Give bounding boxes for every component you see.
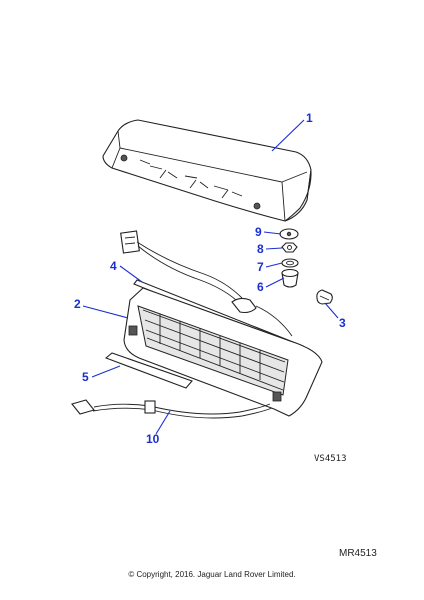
callout-4: 4	[110, 259, 117, 273]
bulb-part	[316, 289, 333, 305]
callout-7: 7	[257, 260, 264, 274]
callout-9: 9	[255, 225, 262, 239]
reference-number: MR4513	[339, 548, 377, 559]
nut-part	[281, 242, 298, 253]
lamp-body-part	[123, 287, 323, 417]
callout-10: 10	[146, 432, 160, 446]
callout-2: 2	[74, 297, 81, 311]
lamp-cover-part	[102, 119, 312, 222]
callout-3: 3	[339, 316, 346, 330]
clip-part	[281, 268, 299, 288]
callout-6: 6	[257, 280, 264, 294]
grommet-part	[281, 258, 299, 268]
callout-8: 8	[257, 242, 264, 256]
callout-leaders	[82, 119, 339, 435]
view-code: VS4513	[314, 454, 347, 464]
lower-gasket-part	[104, 352, 193, 389]
callout-5: 5	[82, 370, 89, 384]
callout-1: 1	[306, 111, 313, 125]
upper-connector-part	[120, 230, 243, 301]
harness-part	[71, 399, 273, 419]
washer-part	[279, 228, 299, 240]
copyright-notice: © Copyright, 2016. Jaguar Land Rover Lim…	[128, 570, 295, 579]
